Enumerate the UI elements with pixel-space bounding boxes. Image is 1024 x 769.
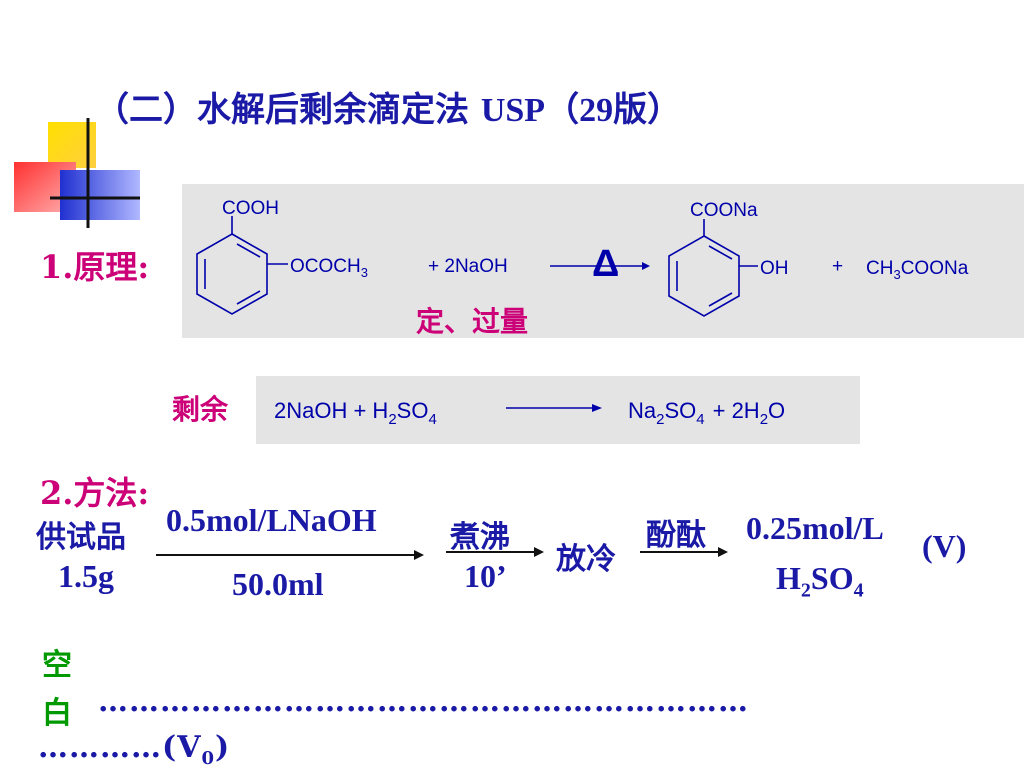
blank-dots-line2: …………(V0) xyxy=(38,730,231,769)
heat-symbol: Δ xyxy=(592,243,619,285)
salicylate-oh-label: OH xyxy=(760,258,789,279)
reaction1-panel: COOH OCOCH3 + 2NaOH Δ COONa OH + CH3COON… xyxy=(182,184,1024,338)
excess-note: 定、过量 xyxy=(416,305,529,338)
section-principle-label: 1.原理: xyxy=(40,248,150,286)
reaction-arrow-head xyxy=(642,262,650,270)
reagent-label: 0.5mol/LNaOH xyxy=(166,502,377,538)
aspirin-benzene-ring xyxy=(196,216,288,315)
back-titration-reaction: 2NaOH + H2SO4 Na2SO4+ 2H2O xyxy=(274,398,785,428)
cool-label: 放冷 xyxy=(556,543,616,576)
boil-time: 10’ xyxy=(464,558,507,594)
hydrolysis-reaction: COOH OCOCH3 + 2NaOH Δ COONa OH + CH3COON… xyxy=(196,198,969,317)
sodium-acetate-label: CH3COONa xyxy=(866,258,969,282)
salicylate-coona-label: COONa xyxy=(690,200,758,221)
reagent-volume: 50.0ml xyxy=(232,566,324,602)
titrant-concentration: 0.25mol/L xyxy=(746,510,884,546)
reaction2-panel: 2NaOH + H2SO4 Na2SO4+ 2H2O xyxy=(256,376,860,444)
salicylate-benzene-ring xyxy=(668,219,758,317)
reaction2-lhs: 2NaOH + H2SO4 xyxy=(274,398,437,428)
reaction2-rhs: Na2SO4+ 2H2O xyxy=(628,398,785,428)
titrant-formula: H2SO4 xyxy=(776,560,864,602)
boil-label: 煮沸 xyxy=(450,521,510,554)
decorative-corner-logo xyxy=(14,118,140,228)
blank-char-2: 白 xyxy=(42,696,72,731)
blank-dots-line1: ……………………………………………………… xyxy=(98,684,749,719)
section-method-label: 2.方法: xyxy=(40,474,150,512)
remaining-label: 剩余 xyxy=(172,393,229,426)
aspirin-ester-label: OCOCH3 xyxy=(290,256,368,280)
reaction2-arrow-head xyxy=(592,404,602,412)
naoh-reactant-label: + 2NaOH xyxy=(428,256,508,277)
page-title: （二）水解后剩余滴定法 USP（29版） xyxy=(95,90,682,130)
step3-arrow xyxy=(640,547,728,557)
plus-sign: + xyxy=(832,256,843,277)
step2-arrow xyxy=(446,547,544,557)
indicator-label: 酚酞 xyxy=(646,519,706,552)
aspirin-cooh-label: COOH xyxy=(222,198,279,219)
blank-char-1: 空 xyxy=(42,648,72,683)
step1-arrow xyxy=(156,550,424,560)
titrant-volume-v: (V) xyxy=(922,528,967,564)
sample-mass: 1.5g xyxy=(58,558,114,594)
sample-label: 供试品 xyxy=(36,521,126,554)
